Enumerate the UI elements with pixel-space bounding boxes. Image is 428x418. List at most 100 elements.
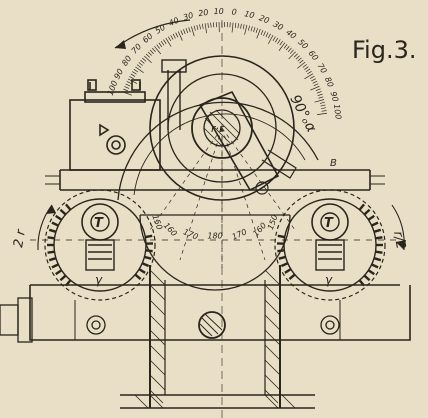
protractor-tick bbox=[163, 39, 167, 44]
protractor-tick bbox=[285, 45, 290, 51]
protractor-tick bbox=[248, 25, 250, 31]
protractor-tick bbox=[234, 22, 237, 28]
base-outline bbox=[29, 285, 411, 341]
protractor-tick bbox=[132, 71, 137, 75]
protractor-tick bbox=[201, 23, 204, 29]
protractor-tick bbox=[319, 101, 325, 104]
gear-right-tooth bbox=[277, 234, 285, 239]
protractor-tick bbox=[287, 47, 292, 52]
protractor-tick bbox=[321, 107, 327, 110]
gear-right-tooth bbox=[277, 249, 285, 253]
gear-left-tooth bbox=[141, 262, 150, 268]
protractor-tick bbox=[129, 76, 134, 80]
protractor-tick bbox=[272, 36, 276, 41]
gear-right-tooth bbox=[363, 274, 371, 282]
protractor-tick-label: 10 bbox=[214, 7, 224, 16]
protractor-tick bbox=[313, 83, 319, 87]
gear-left-tooth bbox=[55, 214, 63, 221]
protractor-tick bbox=[147, 51, 152, 56]
protractor-tick bbox=[302, 64, 307, 68]
gear-left-tooth bbox=[145, 249, 153, 253]
protractor-tick bbox=[138, 62, 143, 66]
column-hatching bbox=[134, 269, 296, 409]
protractor-tick bbox=[305, 68, 311, 73]
column-inner-walls bbox=[164, 280, 266, 395]
protractor-tick-label: 20 bbox=[198, 8, 209, 19]
gear-left-tooth bbox=[65, 203, 72, 211]
gear-right-tooth bbox=[288, 273, 296, 280]
protractor-tick bbox=[175, 32, 179, 38]
protractor-tick bbox=[250, 26, 253, 32]
protractor-tick-label: 90 bbox=[112, 67, 125, 80]
protractor-tick bbox=[123, 88, 129, 92]
protractor-tick bbox=[304, 73, 314, 80]
protractor-tick bbox=[317, 93, 323, 97]
protractor-tick bbox=[317, 112, 328, 115]
protractor-tick-label: 0 bbox=[231, 7, 237, 16]
protractor-tick bbox=[170, 35, 174, 40]
gear-right-tooth bbox=[284, 268, 292, 274]
carriage-block bbox=[69, 79, 161, 171]
gear-left-tooth bbox=[138, 268, 146, 274]
protractor-tick bbox=[126, 81, 132, 84]
gear-right-tooth bbox=[358, 279, 365, 287]
protractor-tick bbox=[199, 24, 201, 30]
gear-left-tooth bbox=[48, 228, 57, 233]
lower-scale-tick-label: 180 bbox=[207, 232, 222, 241]
column-bore-hatch bbox=[199, 313, 223, 337]
protractor-tick bbox=[240, 23, 242, 29]
protractor-tick bbox=[188, 27, 191, 33]
protractor-tick bbox=[156, 44, 160, 49]
protractor-tick bbox=[312, 80, 318, 84]
vertical-tool bbox=[161, 59, 187, 130]
gear-left-tooth bbox=[47, 236, 55, 240]
protractor-tick bbox=[265, 32, 269, 38]
protractor-tick-label: 70 bbox=[316, 62, 329, 75]
protractor-tick bbox=[256, 29, 261, 39]
protractor-tick bbox=[142, 57, 147, 62]
gear-left-lower-label: γ bbox=[95, 273, 103, 287]
protractor-tick bbox=[255, 28, 259, 34]
protractor-tick-label: 100 bbox=[332, 104, 343, 120]
protractor-tick bbox=[307, 71, 312, 75]
hub-label: r·r bbox=[211, 122, 225, 135]
protractor-tick bbox=[314, 99, 325, 103]
protractor-tick bbox=[152, 47, 156, 53]
gear-teeth bbox=[47, 203, 383, 287]
protractor-tick bbox=[277, 39, 281, 44]
protractor-tick bbox=[193, 25, 196, 31]
gear-left-tooth bbox=[144, 255, 152, 260]
protractor-tick bbox=[297, 61, 306, 69]
protractor-tick bbox=[160, 41, 165, 46]
gear-right-tooth bbox=[367, 214, 375, 221]
column-bore bbox=[198, 311, 226, 339]
protractor-tick bbox=[316, 91, 322, 94]
protractor-tick bbox=[242, 24, 245, 30]
gear-right-tooth bbox=[373, 228, 382, 233]
pitch-right-label: r/2 bbox=[390, 230, 408, 250]
protractor-tick bbox=[318, 96, 324, 99]
gear-left-label: T bbox=[94, 216, 104, 231]
protractor-tick-label: 90 bbox=[329, 91, 340, 103]
protractor-tick bbox=[289, 49, 294, 54]
lower-scale-arc bbox=[139, 214, 291, 291]
protractor-tick bbox=[299, 59, 304, 64]
gear-right-tooth bbox=[278, 255, 286, 260]
base-pedestal bbox=[0, 265, 411, 409]
protractor-tick bbox=[320, 104, 326, 107]
rotation-arrow-head bbox=[115, 40, 126, 49]
protractor-tick bbox=[196, 24, 199, 30]
protractor-tick bbox=[183, 29, 186, 35]
protractor-tick bbox=[185, 28, 189, 34]
gear-left-tooth bbox=[59, 208, 67, 216]
protractor-tick bbox=[143, 55, 152, 64]
gear-left-tooth bbox=[51, 221, 59, 227]
protractor-tick bbox=[315, 88, 321, 92]
protractor-tick bbox=[231, 22, 234, 33]
gear-right-tooth bbox=[375, 250, 383, 254]
base-bolt-holes bbox=[86, 315, 340, 335]
protractor-tick bbox=[321, 110, 327, 112]
gear-left-tooth bbox=[47, 250, 55, 254]
protractor-tick bbox=[244, 24, 248, 35]
